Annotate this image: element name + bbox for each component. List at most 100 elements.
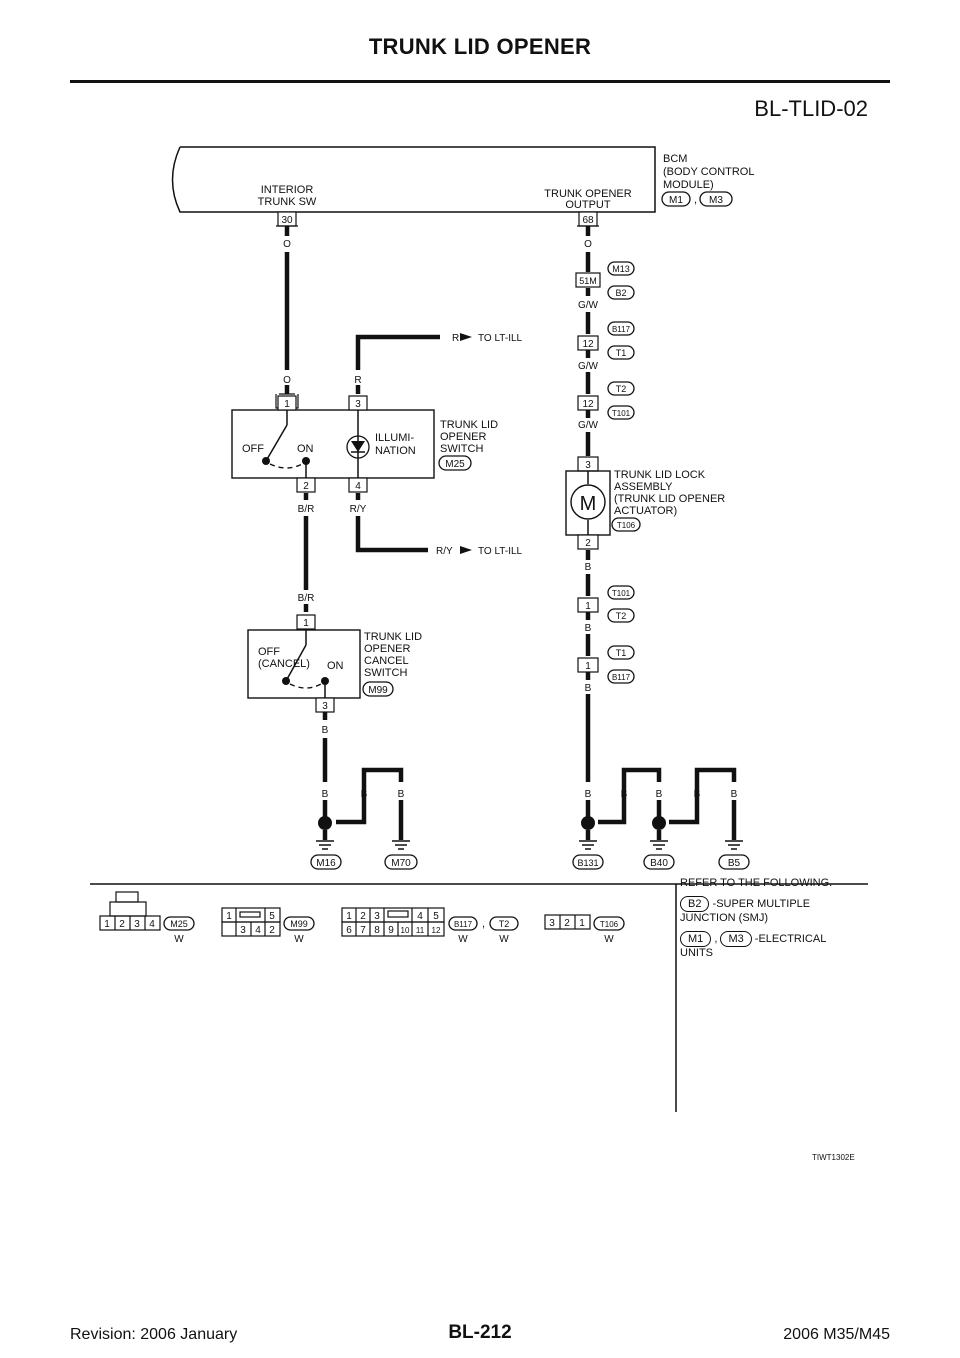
bcm-conn-comma: , [694, 194, 697, 206]
t2-view-color: W [499, 934, 509, 945]
wire-b-cancel: B [322, 725, 329, 736]
t2-view-conn: T2 [499, 919, 510, 929]
t106-pin-2: 2 [564, 918, 570, 929]
c3-conn-a: T2 [616, 384, 627, 394]
opener-name-3: SWITCH [440, 443, 483, 455]
reference-heading: REFER TO THE FOLLOWING. [680, 877, 833, 889]
wire-b-m70: B [398, 789, 405, 800]
lock-pin-top: 3 [585, 460, 591, 471]
b117-view-comma: , [482, 918, 485, 930]
figure-tag: TIWT1302E [812, 1153, 855, 1162]
footer-page: BL-212 [448, 1322, 512, 1343]
wire-b-r2: B [621, 789, 628, 800]
cancel-off-label-1: OFF [258, 646, 280, 658]
b117-pin-4: 4 [417, 911, 423, 922]
c5-conn-a: T1 [616, 648, 627, 658]
lock-name-4: ACTUATOR) [614, 505, 677, 517]
m99-pin-3: 3 [240, 925, 246, 936]
m25-view-conn: M25 [170, 919, 188, 929]
to-ry-label: TO LT-ILL [478, 546, 523, 557]
bcm-pin-right-label-1: TRUNK OPENER [544, 188, 631, 200]
wire-b-r1: B [585, 789, 592, 800]
footer-revision: Revision: 2006 January [70, 1326, 238, 1343]
illum-label-1: ILLUMI- [375, 432, 414, 444]
m99-pin-2: 2 [269, 925, 275, 936]
b117-pin-2: 2 [360, 911, 366, 922]
m99-view-color: W [294, 934, 304, 945]
c2-wire: G/W [578, 361, 599, 372]
opener-off-label: OFF [242, 443, 264, 455]
cancel-off-label-2: (CANCEL) [258, 658, 310, 670]
lock-wire: B [585, 562, 592, 573]
connector-view-m25: 1 2 3 4 M25 W [99, 891, 195, 945]
lock-pin-bottom: 2 [585, 538, 591, 549]
ground-b131-label: B131 [577, 858, 598, 868]
c1-conn-a: M13 [612, 264, 630, 274]
b117-pin-11: 11 [416, 926, 425, 935]
c2-conn-a: B117 [612, 325, 631, 334]
opener-pin4: 4 [355, 481, 361, 492]
ground-b5-label: B5 [728, 858, 741, 869]
cancel-name-2: OPENER [364, 643, 411, 655]
connector-view-t106: 3 2 1 T106 W [544, 914, 625, 945]
m99-pin-5: 5 [269, 911, 275, 922]
arrow-ry-icon [460, 546, 472, 554]
bcm-pin-68: 68 [577, 211, 599, 227]
m99-view-conn: M99 [290, 919, 308, 929]
wire-r-label: R [354, 375, 361, 386]
pin-30-label: 30 [281, 215, 293, 226]
opener-name-2: OPENER [440, 431, 487, 443]
pin-68-label: 68 [582, 215, 594, 226]
wire-o-left-1: O [283, 239, 291, 250]
c5-conn-b: B117 [612, 673, 631, 682]
wire-b-r5: B [731, 789, 738, 800]
m99-pin-1: 1 [226, 911, 232, 922]
opener-pin3: 3 [355, 399, 361, 410]
connector-view-b117-t2: 1 2 3 4 5 6 7 8 9 10 11 12 B117 , T2 W W [341, 907, 519, 945]
wire-b-m16: B [322, 789, 329, 800]
t106-view-conn: T106 [600, 920, 619, 929]
header-rule [70, 80, 890, 83]
reference-m1m3-text-2: UNITS [680, 947, 713, 959]
c1-pin: 51M [579, 276, 597, 286]
t106-view-color: W [604, 934, 614, 945]
connector-t101-t2: 1 T101 T2 B [577, 585, 635, 634]
c3-wire: G/W [578, 420, 599, 431]
connector-t2-t101: 12 T2 T101 G/W [577, 381, 635, 431]
cancel-pin3: 3 [322, 701, 328, 712]
ground-m70-label: M70 [391, 858, 411, 869]
cancel-on-label: ON [327, 660, 344, 672]
reference-b2-text-2: JUNCTION (SMJ) [680, 912, 768, 924]
motor-symbol: M [580, 493, 597, 515]
opener-switch: 1 3 2 4 OFF ON ILLUMI- NATION TRUNK LID … [231, 393, 498, 493]
m25-pin-4: 4 [149, 919, 155, 930]
lock-name-3: (TRUNK LID OPENER [614, 493, 725, 505]
wire-br-1: B/R [298, 504, 315, 515]
bcm-pin-left-label-2: TRUNK SW [258, 196, 317, 208]
arrow-r-icon [460, 333, 472, 341]
wire-o-right: O [584, 239, 592, 250]
b117-pin-7: 7 [360, 925, 366, 936]
reference-m1m3-text-1: -ELECTRICAL [754, 933, 827, 945]
cancel-switch: 1 3 OFF (CANCEL) ON TRUNK LID OPENER CAN… [247, 614, 422, 713]
m25-pin-2: 2 [119, 919, 125, 930]
wire-br-2: B/R [298, 593, 315, 604]
reference-m3-conn: M3 [720, 931, 752, 947]
b117-view-conn: B117 [454, 920, 473, 929]
c3-pin: 12 [582, 399, 594, 410]
b117-pin-6: 6 [346, 925, 352, 936]
connector-t1-b117: 1 T1 B117 B [577, 645, 635, 694]
to-r-label: TO LT-ILL [478, 333, 523, 344]
m25-view-color: W [174, 934, 184, 945]
opener-conn: M25 [445, 459, 465, 470]
connector-51m: 51M M13 B2 G/W [575, 261, 635, 311]
c4-pin: 1 [585, 601, 591, 612]
b117-pin-8: 8 [374, 925, 380, 936]
b117-pin-10: 10 [401, 926, 410, 935]
reference-box: REFER TO THE FOLLOWING. B2 -SUPER MULTIP… [680, 877, 880, 966]
ground-b40: B40 [643, 816, 675, 870]
bcm-name-3: MODULE) [663, 179, 714, 191]
lock-conn: T106 [617, 521, 636, 530]
b117-pin-5: 5 [433, 911, 439, 922]
